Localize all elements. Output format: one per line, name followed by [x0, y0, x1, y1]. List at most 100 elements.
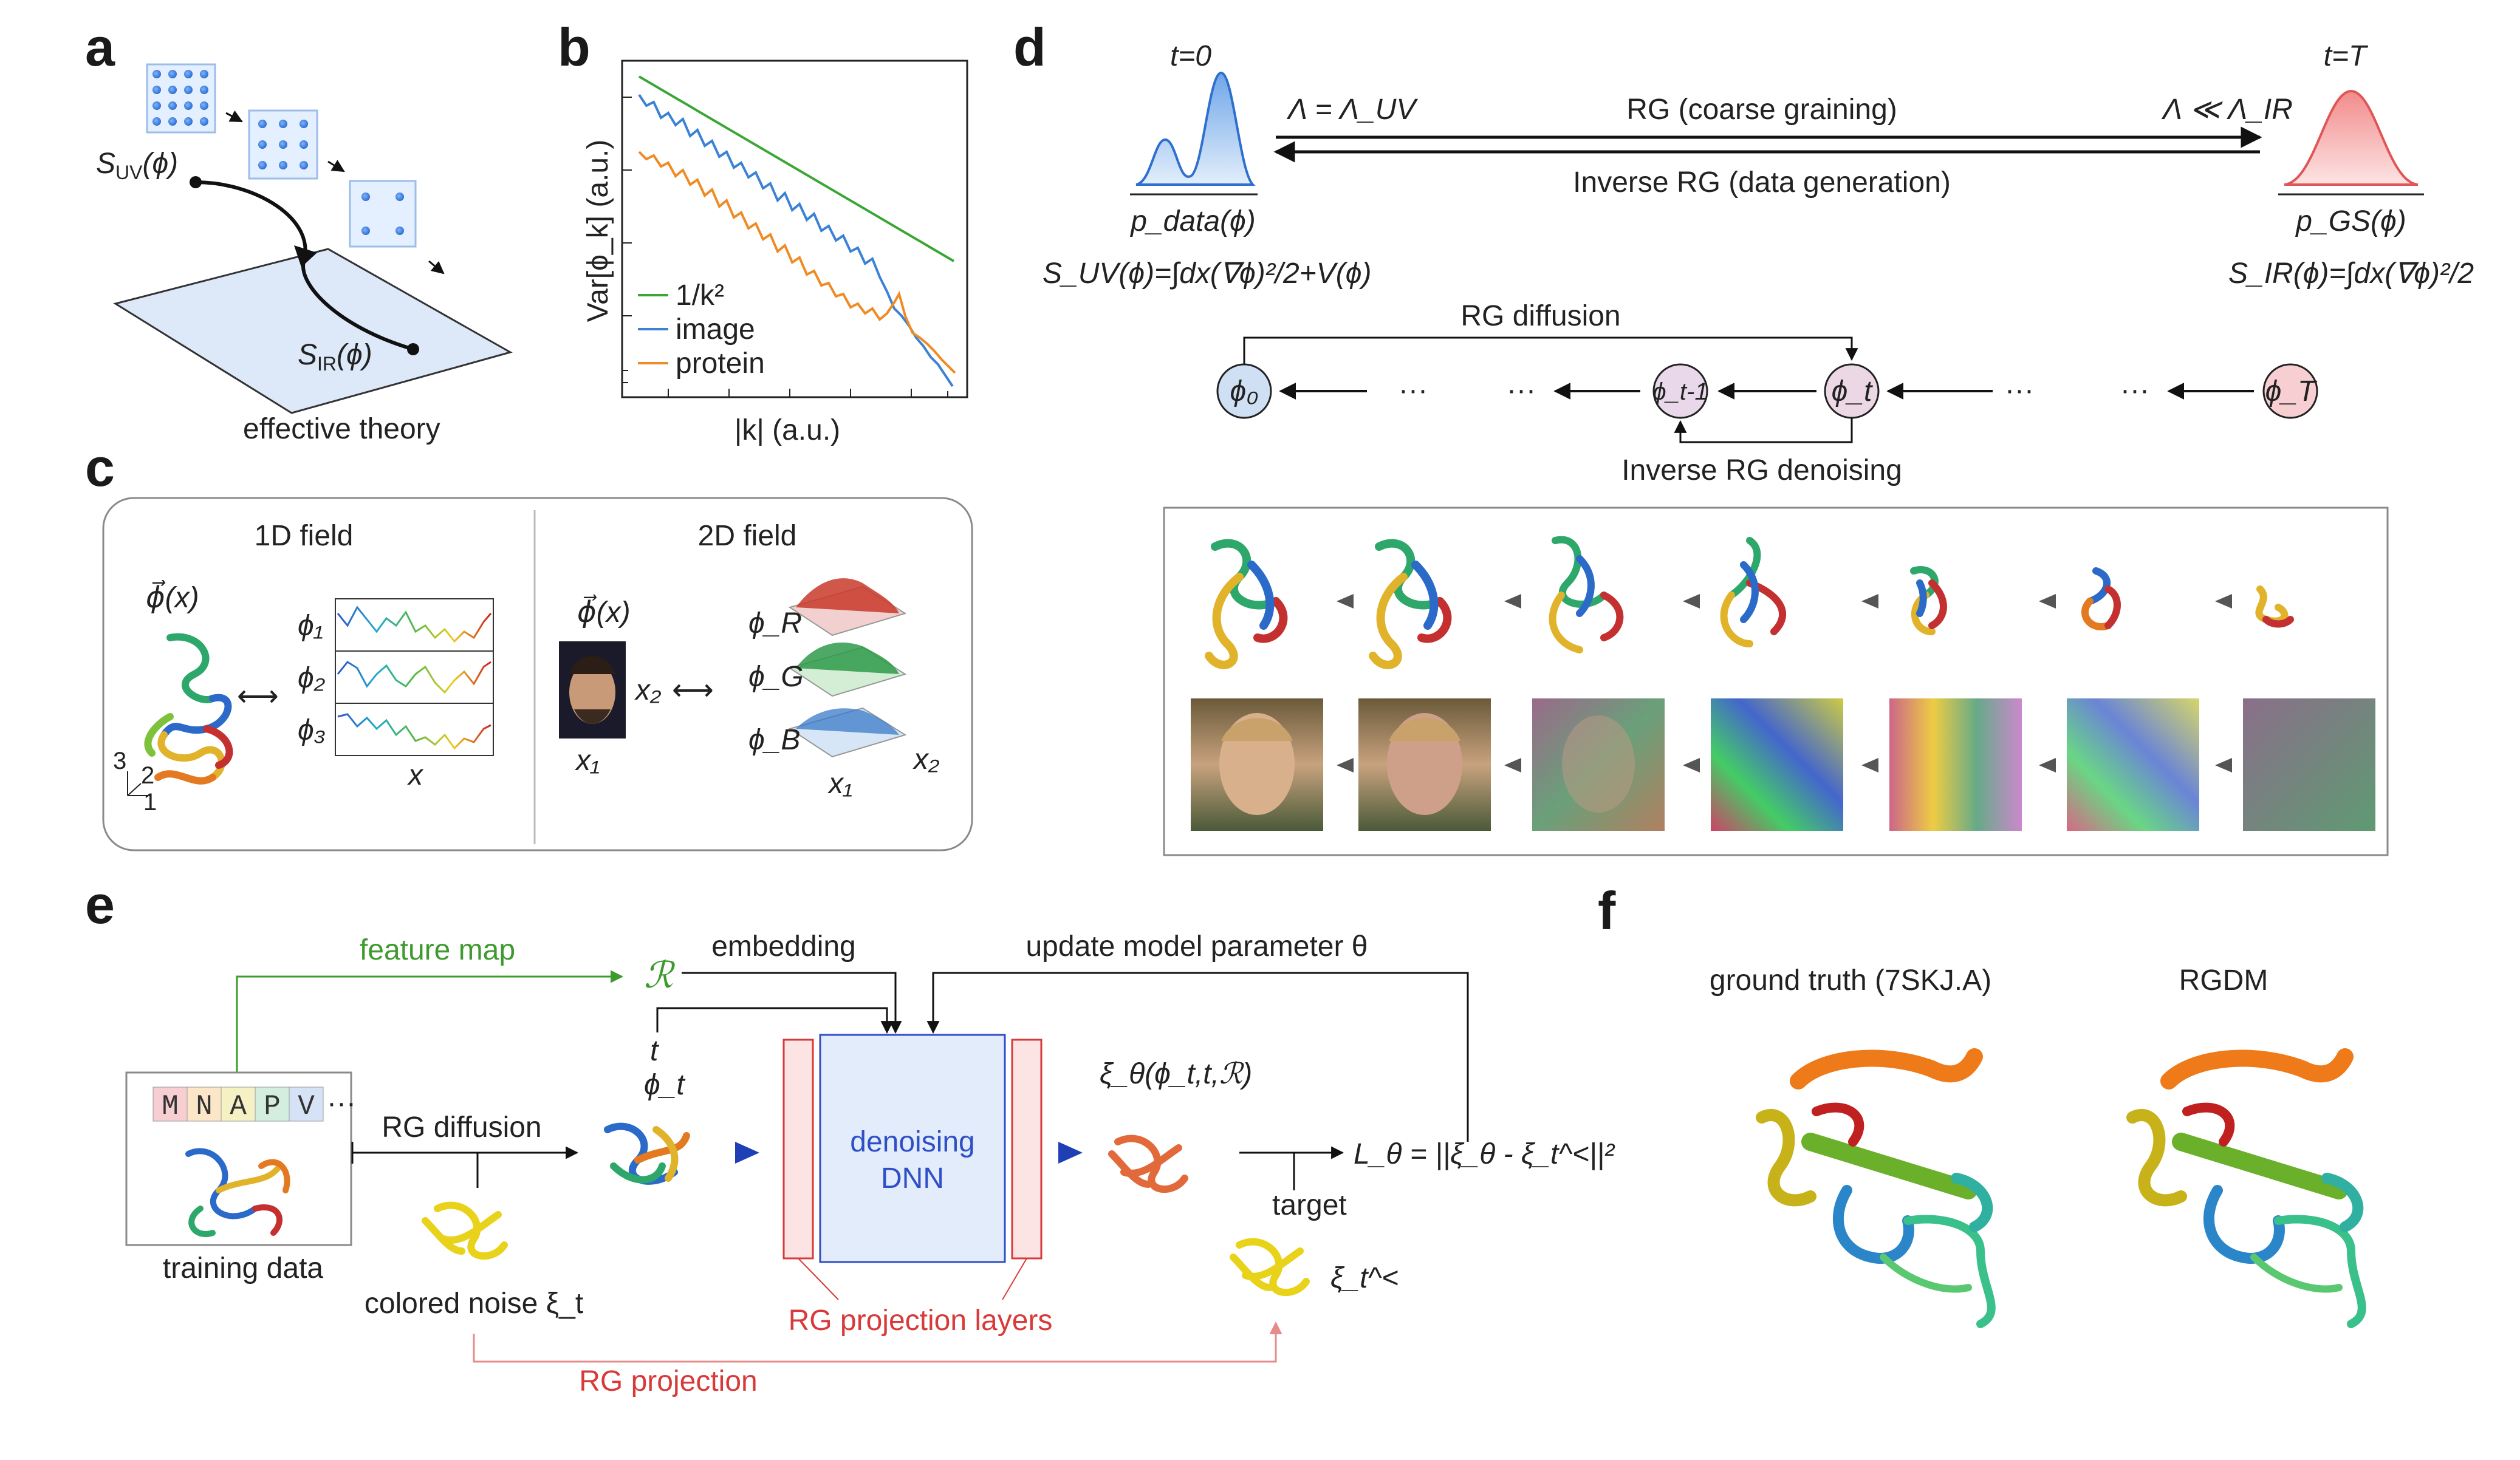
x1-label-photo: x₁: [575, 745, 600, 777]
effective-theory-caption: effective theory: [243, 413, 440, 445]
face-photo: [559, 641, 626, 739]
output-triangle: [1058, 1142, 1083, 1164]
protein-structure-1d: [144, 633, 233, 785]
noisy-protein-input: [604, 1122, 690, 1185]
svg-text:ϕ_t: ϕ_t: [1832, 375, 1873, 408]
phi-r-label: ϕ_R: [748, 607, 802, 640]
panel-letter-d: d: [1013, 17, 1046, 77]
predicted-noise-structure: [1108, 1134, 1188, 1193]
data-distribution: [1135, 71, 1256, 186]
svg-text:V: V: [298, 1091, 315, 1122]
image-generation-row: [1191, 698, 2375, 831]
time-input-arrow: [656, 1007, 894, 1034]
rgdm-structure: [2126, 1048, 2366, 1328]
calR-symbol: ℛ: [644, 955, 676, 995]
embedding-arrow: [682, 972, 902, 1034]
legend-image: image: [676, 313, 755, 346]
target-noise-structure: [1230, 1238, 1310, 1297]
update-arrow: [926, 972, 1469, 1142]
spectrum-axes: [621, 60, 968, 398]
rgb-channel-stack: [788, 578, 907, 758]
p-data-label: p_data(ϕ): [1129, 205, 1255, 237]
dnn-label-line1: denoising: [850, 1126, 975, 1158]
node-phi-0: [1216, 363, 1272, 419]
projection-layers-label: RG projection layers: [789, 1305, 1053, 1337]
ground-truth-structure: [1756, 1048, 1996, 1328]
axis-ticks: [622, 97, 948, 397]
phi-2-label: ϕ₂: [298, 662, 325, 694]
t-zero-label: t=0: [1170, 40, 1211, 72]
xi-target-label: ξ_t^<: [1330, 1262, 1399, 1294]
svg-text:1: 1: [143, 789, 157, 816]
rg-inverse-label: Inverse RG (data generation): [1573, 166, 1951, 199]
protein-spectrum-line: [638, 151, 956, 374]
phi-t-input-label: ϕ_t: [644, 1069, 685, 1101]
svg-text:ϕ₀: ϕ₀: [1230, 375, 1259, 408]
colored-noise-label: colored noise ξ_t: [365, 1288, 583, 1320]
panel-d: d t=0 t=T p_data(ϕ) p_GS(ϕ) Λ = Λ_UV RG …: [1013, 17, 2474, 856]
svg-text:ϕ_T: ϕ_T: [2265, 375, 2318, 408]
y-axis-label: Var[ϕ_k] (a.u.): [582, 140, 614, 322]
lambda-ir-label: Λ ≪ Λ_IR: [2161, 94, 2293, 126]
panel-c: c 1D field 2D field ϕ⃗(x) 3 2 1 ⟷: [85, 437, 973, 851]
panel-letter-c: c: [85, 437, 115, 497]
rg-projection-label: RG projection: [579, 1365, 757, 1397]
colored-noise-structure: [422, 1201, 508, 1260]
title-2d-field: 2D field: [698, 520, 797, 552]
legend-power-law: 1/k²: [676, 279, 724, 312]
s-ir-formula: S_IR(ϕ)=∫dx(∇ϕ)²/2: [2228, 258, 2474, 290]
phi-3-label: ϕ₃: [298, 714, 326, 746]
power-law-line: [638, 75, 955, 262]
spectrum-legend: 1/k² image protein: [638, 279, 765, 380]
lattice-fine: [146, 63, 216, 134]
flow-arrowhead: [294, 245, 317, 267]
embedding-label: embedding: [711, 930, 856, 963]
rg-diffusion-label-d: RG diffusion: [1460, 300, 1620, 332]
t-input-label: t: [650, 1035, 659, 1067]
phi-vector-1d: ϕ⃗(x): [146, 579, 199, 614]
svg-text:3: 3: [113, 748, 126, 774]
training-protein: [185, 1148, 290, 1237]
x2-label-rgb: x₂: [912, 743, 939, 776]
lattice-coarse: [349, 180, 417, 248]
x-label-1d: x: [407, 759, 424, 791]
x-axis-label: |k| (a.u.): [734, 414, 840, 446]
legend-protein: protein: [676, 347, 765, 380]
loss-formula: L_θ = ||ξ_θ - ξ_t^<||²: [1354, 1138, 1615, 1170]
panel-e: e feature map ℛ embedding update model p…: [85, 875, 1615, 1397]
lattice-medium: [248, 109, 318, 180]
phi-g-label: ϕ_G: [748, 661, 804, 693]
panel-letter-a: a: [85, 17, 115, 77]
node-phi-T: [2262, 363, 2318, 419]
chain-nodes: ϕ₀ ϕ_t-1 ϕ_t ϕ_T: [1216, 363, 2318, 419]
xi-theta-label: ξ_θ(ϕ_t,t,ℛ): [1100, 1058, 1252, 1090]
denoising-dnn: [819, 1034, 1006, 1263]
feature-map-label: feature map: [360, 934, 515, 966]
training-data-label: training data: [163, 1252, 323, 1284]
s-ir-label: SIR(ϕ): [298, 339, 372, 375]
update-label: update model parameter θ: [1025, 930, 1368, 963]
x1-label-rgb: x₁: [827, 768, 852, 800]
theory-plane: [113, 248, 513, 414]
gaussian-distribution: [2284, 89, 2419, 186]
projection-layer-right: [1011, 1039, 1043, 1260]
feature-map-arrow: [236, 970, 624, 1081]
phi-vector-2d: ϕ⃗(x): [577, 594, 631, 629]
svg-text:···: ···: [2120, 374, 2149, 406]
rg-diffusion-label-e: RG diffusion: [382, 1111, 541, 1144]
image-spectrum-line: [638, 94, 954, 387]
svg-text:A: A: [230, 1091, 247, 1122]
svg-text:N: N: [196, 1091, 213, 1122]
lambda-uv-label: Λ = Λ_UV: [1286, 94, 1418, 126]
double-arrow-2d: ⟷: [672, 674, 714, 706]
t-T-label: t=T: [2324, 40, 2369, 72]
rg-projection-arrow: [473, 1321, 1282, 1363]
inverse-denoising-label: Inverse RG denoising: [1621, 454, 1902, 486]
panel-b: b 1/k² image protein Var[ϕ_k] (a.u.) |k|…: [558, 17, 968, 446]
phi-b-label: ϕ_B: [748, 724, 800, 756]
rg-diffusion-bracket: [1243, 336, 1858, 364]
rg-forward-label: RG (coarse graining): [1626, 94, 1897, 126]
trace-stack-1d: [335, 598, 494, 756]
xyz-axes-glyph: 3 2 1: [113, 748, 157, 816]
